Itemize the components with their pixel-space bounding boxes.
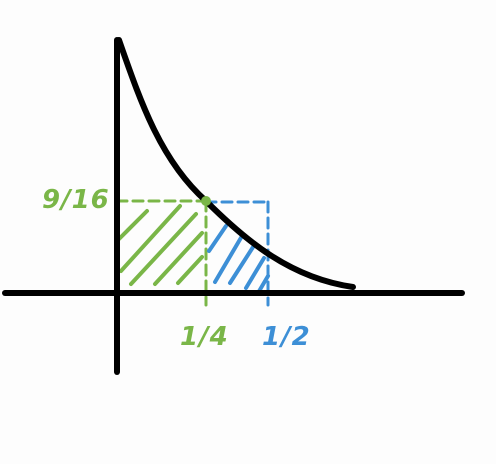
blue-hatch-line [213,234,244,284]
blue-hatch-line [244,256,266,290]
x-second-label: 1/2 [262,322,311,352]
blue-hatch-line [228,242,257,285]
blue-hatch-line [207,224,228,253]
green-hatch-line [117,209,149,241]
green-dashed-outline [115,199,208,307]
y-value-label: 9/16 [42,185,110,215]
green-hatch-line [119,204,182,273]
blue-hatched-region [207,224,270,295]
green-hatch-line [129,212,198,286]
green-hatch-line [153,231,204,286]
green-hatch-line [176,255,204,285]
curve-point [201,196,211,206]
x-first-label: 1/4 [180,322,229,352]
green-hatched-region [117,204,204,286]
